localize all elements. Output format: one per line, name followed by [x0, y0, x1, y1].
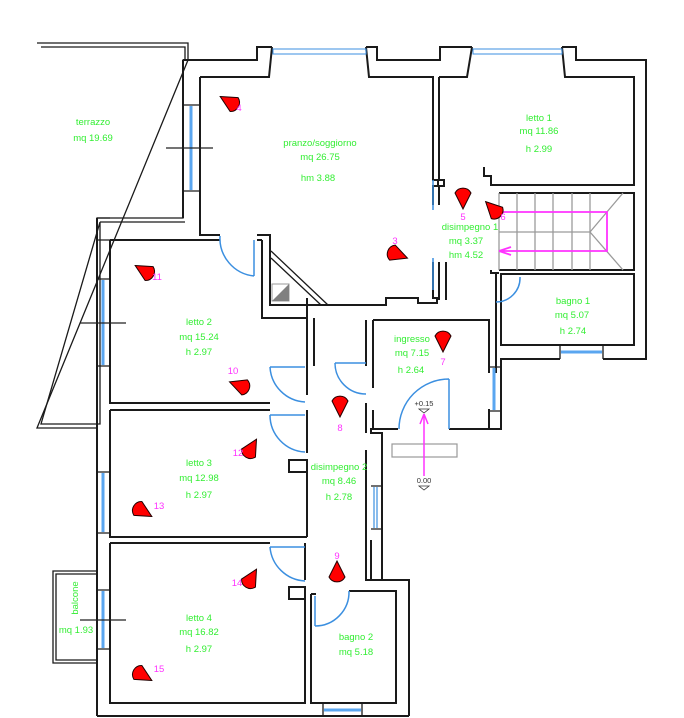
marker-number: 6: [500, 212, 505, 223]
camera-wedge-icon: [328, 559, 346, 583]
balcone-outline: [52, 570, 97, 664]
room-area-balcone: mq 1.93: [59, 625, 93, 636]
marker-number: 14: [232, 578, 243, 589]
photo-marker-14: [241, 568, 258, 589]
doors: [219, 180, 521, 627]
marker-number: 10: [228, 366, 239, 377]
door-pranzo-letto2: [219, 235, 255, 277]
photo-marker-9: [328, 559, 346, 583]
room-height-letto3: h 2.97: [186, 490, 212, 501]
room-name-disimpegno2: disimpegno 2: [311, 462, 368, 473]
window-letto1-top: [472, 48, 563, 55]
room-name-letto3: letto 3: [186, 458, 212, 469]
room-name-disimpegno1: disimpegno 1: [442, 222, 499, 233]
room-name-letto2: letto 2: [186, 317, 212, 328]
marker-number: 9: [334, 551, 339, 562]
door-letto3: [269, 414, 306, 453]
photo-marker-15: [132, 665, 153, 682]
camera-wedge-icon: [228, 379, 251, 396]
marker-number: 11: [152, 272, 162, 283]
camera-wedge-icon: [241, 568, 258, 589]
photo-marker-3: [386, 244, 409, 261]
door-bagno2: [314, 590, 350, 627]
room-height-letto4: h 2.97: [186, 644, 212, 655]
room-area-letto3: mq 12.98: [179, 473, 219, 484]
camera-wedge-icon: [132, 665, 153, 682]
outer-walls: [96, 46, 647, 717]
room-area-ingresso: mq 7.15: [395, 348, 429, 359]
door-bagno1: [495, 276, 521, 303]
room-area-bagno2: mq 5.18: [339, 647, 373, 658]
room-name-ingresso: ingresso: [394, 334, 430, 345]
marker-number: 12: [233, 448, 244, 459]
room-name-pranzo: pranzo/soggiorno: [283, 138, 356, 149]
flue-shaft: [270, 250, 329, 306]
axis-lines: [80, 147, 213, 621]
room-height-pranzo: hm 3.88: [301, 173, 335, 184]
photo-marker-8: [331, 395, 349, 419]
camera-wedge-icon: [241, 438, 258, 459]
room-name-balcone: balcone: [70, 581, 81, 614]
door-letto2: [269, 366, 306, 403]
room-name-bagno1: bagno 1: [556, 296, 590, 307]
room-area-disimpegno1: mq 3.37: [449, 236, 483, 247]
entry-level-indicator: +0.15 0.00: [415, 399, 434, 491]
room-area-letto1: mq 11.86: [520, 126, 559, 137]
room-area-letto4: mq 16.82: [179, 627, 219, 638]
room-height-disimpegno1: hm 4.52: [449, 250, 483, 261]
photo-marker-7: [434, 330, 452, 354]
room-height-disimpegno2: h 2.78: [326, 492, 352, 503]
room-name-bagno2: bagno 2: [339, 632, 373, 643]
room-height-ingresso: h 2.64: [398, 365, 424, 376]
camera-wedge-icon: [386, 244, 409, 261]
door-ingresso-corridor: [334, 362, 367, 395]
photo-marker-10: [228, 379, 251, 396]
photo-marker-6: [484, 200, 504, 220]
room-area-bagno1: mq 5.07: [555, 310, 589, 321]
photo-marker-5: [454, 187, 472, 211]
room-area-pranzo: mq 26.75: [300, 152, 340, 163]
room-name-letto1: letto 1: [526, 113, 552, 124]
room-name-terrazzo: terrazzo: [76, 117, 110, 128]
window-pranzo-top: [272, 48, 367, 55]
room-labels: terrazzo mq 19.69 pranzo/soggiorno mq 26…: [59, 113, 590, 658]
marker-number: 7: [440, 357, 445, 368]
marker-number: 4: [236, 103, 241, 114]
room-height-letto2: h 2.97: [186, 347, 212, 358]
level-lower: 0.00: [417, 476, 432, 485]
interior-walls: [97, 46, 635, 704]
marker-number: 8: [337, 423, 342, 434]
photo-markers: 3 4 5 6 7 8 9 10 11 12 13 14 15: [132, 95, 506, 682]
marker-number: 5: [460, 212, 465, 223]
marker-number: 13: [154, 501, 165, 512]
door-entry: [398, 378, 450, 430]
camera-wedge-icon: [132, 501, 153, 518]
camera-wedge-icon: [454, 187, 472, 211]
photo-marker-12: [241, 438, 258, 459]
staircase: [498, 192, 624, 271]
room-height-letto1: h 2.99: [526, 144, 552, 155]
camera-wedge-icon: [434, 330, 452, 354]
stair-direction-path: [498, 211, 608, 256]
room-area-letto2: mq 15.24: [179, 332, 219, 343]
marker-number: 3: [392, 236, 397, 247]
photo-marker-13: [132, 501, 153, 518]
camera-wedge-icon: [331, 395, 349, 419]
room-name-letto4: letto 4: [186, 613, 212, 624]
room-area-terrazzo: mq 19.69: [73, 133, 113, 144]
room-height-bagno1: h 2.74: [560, 326, 586, 337]
level-upper: +0.15: [415, 399, 434, 408]
door-letto4: [269, 546, 306, 582]
terrazzo-outline: [36, 42, 189, 429]
room-area-disimpegno2: mq 8.46: [322, 476, 356, 487]
camera-wedge-icon: [484, 200, 504, 220]
marker-number: 15: [154, 664, 165, 675]
